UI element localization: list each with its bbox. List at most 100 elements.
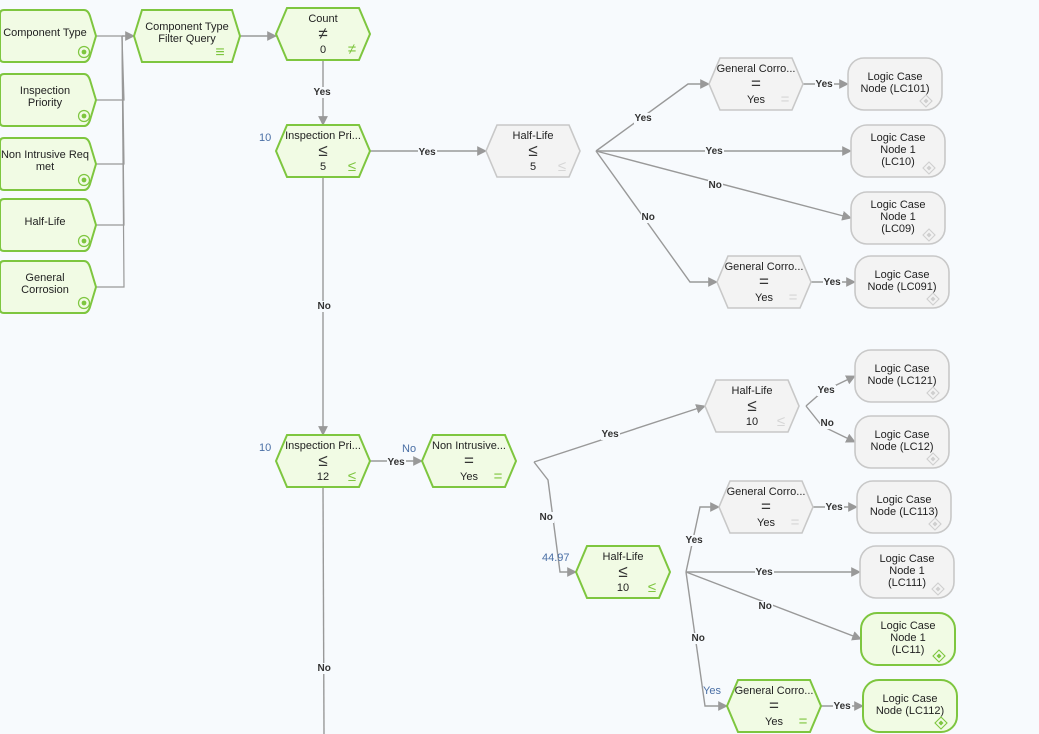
edge-label: Yes — [633, 112, 653, 124]
decision-node-gc3[interactable]: General Corro...=Yes= — [718, 480, 814, 534]
decision-operator: ≤ — [747, 396, 756, 415]
edge-6 — [595, 150, 852, 221]
decision-node-gc4[interactable]: General Corro...=Yes= — [725, 679, 823, 733]
edge-label: Yes — [832, 700, 852, 712]
edge-label: Yes — [386, 456, 406, 468]
input-feed-line — [96, 35, 125, 226]
decision-value: 5 — [320, 161, 326, 173]
edge-label: No — [316, 662, 332, 674]
decision-node-hl2[interactable]: Half-Life≤10≤ — [704, 379, 800, 433]
logic-case-icon — [934, 716, 948, 730]
edge-19 — [685, 571, 728, 711]
decision-operator: ≠ — [318, 24, 327, 43]
edge-13 — [322, 486, 325, 734]
decision-node-ip1[interactable]: Inspection Pri...≤5≤ — [274, 124, 372, 178]
edge-label: No — [316, 300, 332, 312]
decision-node-ip2[interactable]: Inspection Pri...≤12≤ — [274, 434, 372, 488]
edge-label: No — [707, 179, 723, 191]
decision-node-ni[interactable]: Non Intrusive...=Yes= — [420, 434, 518, 488]
input-node[interactable]: Half-Life — [0, 198, 98, 252]
logic-case-icon — [932, 649, 946, 663]
logic-case-icon — [922, 161, 936, 175]
edge-label: Yes — [417, 146, 437, 158]
operator-corner-icon: ≠ — [348, 41, 356, 58]
edge-label: No — [538, 511, 554, 523]
operator-corner-icon: ≤ — [348, 468, 356, 485]
decision-title: Inspection Pri... — [285, 130, 361, 142]
decision-node-count[interactable]: Count≠0≠ — [274, 7, 372, 61]
decision-operator: = — [751, 74, 761, 93]
decision-title: Inspection Pri... — [285, 440, 361, 452]
decision-title: General Corro... — [725, 261, 804, 273]
annotation-2: 10 — [259, 442, 272, 454]
logic-case-icon — [928, 517, 942, 531]
edge-label: Yes — [312, 86, 332, 98]
decision-value: Yes — [757, 517, 775, 529]
decision-title: General Corro... — [735, 685, 814, 697]
decision-value: 0 — [320, 44, 326, 56]
decision-operator: ≤ — [318, 451, 327, 470]
operator-corner-icon: = — [799, 713, 808, 730]
decision-value: Yes — [755, 292, 773, 304]
decision-node-hl3[interactable]: Half-Life≤10≤ — [574, 545, 672, 599]
edge-label: Yes — [816, 384, 836, 396]
input-feed-line — [96, 35, 125, 288]
annotation-5: Yes — [703, 685, 721, 697]
input-feed-lines — [96, 31, 277, 288]
input-node[interactable]: Component Type — [0, 9, 98, 63]
annotation-1: 10 — [259, 132, 272, 144]
input-target-icon — [77, 296, 91, 310]
edge-label: Yes — [814, 78, 834, 90]
operator-corner-icon: ≤ — [777, 413, 785, 430]
input-node-label: Half-Life — [25, 216, 66, 228]
logic-case-icon — [931, 582, 945, 596]
decision-title: General Corro... — [717, 63, 796, 75]
operator-corner-icon: ≤ — [348, 158, 356, 175]
edge-label: Yes — [822, 276, 842, 288]
operator-corner-icon: ≤ — [648, 579, 656, 596]
input-target-icon — [77, 109, 91, 123]
decision-node-hl1[interactable]: Half-Life≤5≤ — [485, 124, 581, 178]
decision-node-gc2[interactable]: General Corro...=Yes= — [716, 255, 812, 309]
decision-title: General Corro... — [727, 486, 806, 498]
logic-case-icon — [926, 452, 940, 466]
operator-corner-icon: = — [781, 91, 790, 108]
edge-label: No — [690, 632, 706, 644]
edge-label: Yes — [600, 428, 620, 440]
operator-corner-icon: = — [791, 514, 800, 531]
edge-4 — [595, 79, 710, 152]
svg-text:≡: ≡ — [215, 44, 224, 61]
decision-operator: = — [464, 451, 474, 470]
decision-node-gc1[interactable]: General Corro...=Yes= — [708, 57, 804, 111]
edge-label: Yes — [704, 145, 724, 157]
decision-title: Non Intrusive... — [432, 440, 506, 452]
logic-case-icon — [919, 94, 933, 108]
logic-case-icon — [926, 386, 940, 400]
decision-title: Count — [308, 13, 337, 25]
logic-case-icon — [926, 292, 940, 306]
